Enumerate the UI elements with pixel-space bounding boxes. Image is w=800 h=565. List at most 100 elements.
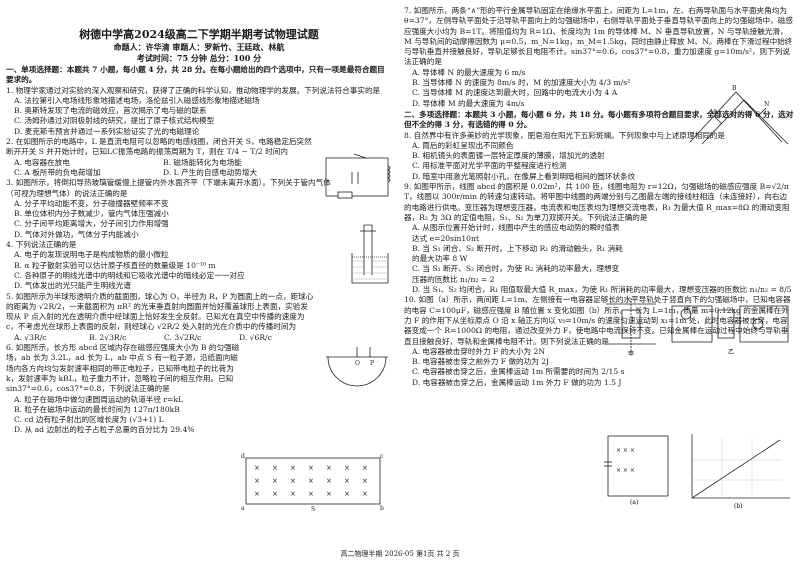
field-cross-mark: × xyxy=(272,490,278,498)
question-9: 9. 如图甲所示，线圈 abcd 的面积是 0.02m²，共 100 匝，线圈电… xyxy=(404,182,794,295)
q7-option-a: A. 导体棒 N 的最大速度为 6 m/s xyxy=(412,67,526,77)
page-footer: 高二物理半期 2026-05 第1页 共 2 页 xyxy=(340,550,460,558)
q10-option-c: C. 电容器被击穿之后，金属棒运动 1m 所需要的时间为 2/15 s xyxy=(412,367,625,377)
q6-option-d: D. 从 ad 边射出的粒子占粒子总量的百分比为 29.4% xyxy=(14,425,195,435)
q9-option-b: B. 当 S₁ 闭合、S₂ 断开时，上下移动 R₁ 的滑动触头，R₁ 消耗的最大… xyxy=(412,243,623,264)
q10-option-d: D. 电容器被击穿之后，金属棒运动 1m 外力 F 做的功为 1.5 J xyxy=(412,377,622,387)
question-8: 8. 自然界中有许多美妙的光学现象，肥皂泡在阳光下五彩斑斓。下列现象中与上述原理… xyxy=(404,131,794,182)
q3-stem: 3. 如图所示，将倒扣导热玻璃管缓慢上提管内外水面齐平（下端未离开水面）。下列关… xyxy=(6,178,331,198)
field-cross-mark: × xyxy=(308,464,314,472)
question-2: 2. 在如图所示的电路中，L 是直流电阻可以忽略的电感线圈，闭合开关 S，电路稳… xyxy=(6,137,392,178)
q9-transformer-figure: 乙 xyxy=(671,305,789,356)
field-cross-mark: × xyxy=(326,490,332,498)
q2-option-c: C. A 板所带的负电荷增加 xyxy=(14,167,101,177)
q8-option-b: B. 相机镜头的表面镀一层特定厚度的薄膜，增加光的透射 xyxy=(412,151,605,161)
q7-option-b: B. 当导体棒 N 的速度为 8m/s 时，M 的加速度大小为 4/3 m/s² xyxy=(412,78,631,88)
field-cross-mark: × xyxy=(308,477,314,485)
q7-stem: 7. 如图所示，两条“∧”形的平行金属导轨固定在绝缘水平面上，间距为 L=1m，… xyxy=(404,6,793,67)
q10-circuit-figure: × × ×× × × (a) xyxy=(604,435,669,506)
svg-text:c: c xyxy=(380,453,384,460)
right-column: 7. 如图所示，两条“∧”形的平行金属导轨固定在绝缘水平面上，间距为 L=1m，… xyxy=(404,6,794,388)
field-cross-mark: × xyxy=(344,490,350,498)
left-column: 树德中学高2024级高二下学期半期考试物理试题 命题人：许华清 审题人：罗新竹、… xyxy=(6,6,392,436)
field-cross-mark: × xyxy=(290,490,296,498)
q1-option-d: D. 麦克斯韦预言并通过一系列实验证实了光的电磁理论 xyxy=(14,126,200,136)
q6-magnetic-field-figure: ××××××××××××××××××××× d c a b S xyxy=(241,453,384,512)
section-2-heading: 二、多项选择题：本题共 3 小题，每小题 6 分，共 18 分。每小题有多项符合… xyxy=(404,109,794,130)
field-cross-mark: × xyxy=(344,477,350,485)
field-cross-mark: × xyxy=(272,477,278,485)
q2-option-a: A. 电容器在放电 xyxy=(14,157,70,167)
exam-info: 考试时间：75 分钟 总分：100 分 xyxy=(136,53,262,63)
q5-hemisphere-figure: O P xyxy=(326,347,388,387)
q9-generator-figure: 甲 xyxy=(606,298,656,356)
question-10: 10. 如图（a）所示，两间距 L=1m、左侧接有一电容器足够长的水平导轨处于竖… xyxy=(404,295,794,388)
q5-option-c: C. 3√2R/c xyxy=(164,332,202,342)
field-cross-mark: × xyxy=(326,477,332,485)
question-3: 3. 如图所示，将倒扣导热玻璃管缓慢上提管内外水面齐平（下端未离开水面）。下列关… xyxy=(6,178,392,240)
q9-option-a: A. 从图示位置开始计时，线圈中产生的感应电动势的瞬时值表达式 e=20sin1… xyxy=(412,223,620,243)
field-cross-mark: × xyxy=(362,490,368,498)
fig10-label-b: (b) xyxy=(734,503,743,510)
field-cross-mark: × xyxy=(272,464,278,472)
q10-stem: 10. 如图（a）所示，两间距 L=1m、左侧接有一电容器足够长的水平导轨处于竖… xyxy=(404,295,791,346)
q2-stem: 2. 在如图所示的电路中，L 是直流电阻可以忽略的电感线圈，闭合开关 S，电路稳… xyxy=(6,137,312,157)
q6-stem: 6. 如图所示，长方形 abcd 区域内存在磁感应强度大小为 B 的匀强磁场，a… xyxy=(6,343,240,394)
field-cross-mark: × xyxy=(290,464,296,472)
svg-text:b: b xyxy=(380,505,384,512)
field-cross-mark: × xyxy=(326,464,332,472)
q9-option-c: C. 当 S₁ 断开、S₂ 闭合时，为使 R₂ 消耗的功率最大，理想变压器的匝数… xyxy=(412,264,620,284)
field-cross-mark: × xyxy=(290,477,296,485)
svg-text:N: N xyxy=(764,101,769,108)
q4-stem: 4. 下列说法正确的是 xyxy=(6,240,77,250)
field-cross-mark: × xyxy=(344,464,350,472)
q9-option-d: D. 当 S₁、S₂ 均闭合，R₁ 阻值取最大值 R_max，为使 R₁ 所消耗… xyxy=(412,285,792,295)
question-7: 7. 如图所示，两条“∧”形的平行金属导轨固定在绝缘水平面上，间距为 L=1m，… xyxy=(404,6,794,109)
field-cross-mark: × xyxy=(254,490,260,498)
q3-option-d: D. 气体对外做功，气体分子内能减小 xyxy=(14,229,139,239)
q2-option-d: D. L 产生的自感电动势增大 xyxy=(163,167,258,177)
q3-tube-figure xyxy=(351,224,389,284)
field-cross-mark: × xyxy=(254,464,260,472)
question-6: 6. 如图所示，长方形 abcd 区域内存在磁感应强度大小为 B 的匀强磁场，a… xyxy=(6,343,392,436)
field-cross-mark: × xyxy=(254,477,260,485)
q6-option-b: B. 粒子在磁场中运动的最长时间为 127π/180kB xyxy=(14,404,180,414)
question-1: 1. 物理学家通过对实验的深入观察和研究，获得了正确的科学认知，推动物理学的发展… xyxy=(6,86,392,137)
q9-stem: 9. 如图甲所示，线圈 abcd 的面积是 0.02m²，共 100 匝，线圈电… xyxy=(404,182,790,222)
q6-option-c: C. cd 边有粒子射出的区域长度为 (√3+1) L xyxy=(14,415,164,425)
svg-text:a: a xyxy=(241,505,245,512)
q1-option-b: B. 奥斯特发现了电流的磁效应，首次揭示了电与磁的联系 xyxy=(14,106,207,116)
q5-option-d: D. √6R/c xyxy=(239,332,272,342)
q1-option-a: A. 法拉第引入电场线形象地描述电场，洛伦兹引入磁感线形象地描述磁场 xyxy=(14,95,260,105)
q6-option-a: A. 粒子在磁场中做匀速圆周运动的轨道半径 r=kL xyxy=(14,394,184,404)
q10-bx-graph: (b) xyxy=(691,434,790,510)
fig9-label-yi: 乙 xyxy=(728,349,734,356)
q5-stem: 5. 如图所示为半球形透明介质的截面图，球心为 O，半径为 R，P 为圆面上的一… xyxy=(6,291,314,332)
svg-text:O: O xyxy=(355,360,360,367)
field-cross-mark: × xyxy=(308,490,314,498)
svg-text:P: P xyxy=(370,360,374,367)
q2-lc-circuit-figure xyxy=(325,153,391,199)
fig10-label-a: (a) xyxy=(630,499,638,506)
q1-option-c: C. 汤姆孙通过对阴极射线的研究，提出了原子核式结构模型 xyxy=(14,116,215,126)
exam-title: 树德中学高2024级高二下学期半期考试物理试题 xyxy=(79,28,319,41)
q8-option-d: D. 暗室中用激光笔照射小孔，在像屏上看到明暗相间的圆环状条纹 xyxy=(412,171,636,181)
q7-rail-figure: M N B xyxy=(689,85,789,145)
q1-stem: 1. 物理学家通过对实验的深入观察和研究，获得了正确的科学认知，推动物理学的发展… xyxy=(6,85,381,95)
field-cross-mark: × xyxy=(362,464,368,472)
field-cross-mark: × xyxy=(362,477,368,485)
svg-text:S: S xyxy=(311,506,315,512)
q4-option-d: D. 气体发出的光只能产生明线光谱 xyxy=(14,281,131,291)
q5-option-b: B. 2√3R/c xyxy=(89,332,127,342)
q5-option-a: A. √3R/c xyxy=(14,332,47,342)
q3-option-c: C. 分子间平均距离增大，分子间引力作用增强 xyxy=(14,219,169,229)
q3-option-a: A. 分子平均动能不变，分子碰撞器壁频率不变 xyxy=(14,198,169,208)
svg-text:× × ×: × × × xyxy=(616,447,635,454)
q4-option-b: B. α 粒子散射实验可以估计原子核直径的数量级是 10⁻¹⁰ m xyxy=(14,260,216,270)
q4-option-a: A. 电子的发现说明电子是构成物质的最小微粒 xyxy=(14,250,169,260)
exam-authors: 命题人：许华清 审题人：罗新竹、王廷政、林航 xyxy=(113,42,285,52)
svg-text:B: B xyxy=(732,85,737,92)
q4-option-c: C. 各种原子的明线光谱中的明线和它吸收光谱中的暗线必定一一对应 xyxy=(14,270,245,280)
q7-option-c: C. 当导体棒 M 的速度达到最大时，回路中的电流大小为 4 A xyxy=(412,88,618,98)
q8-stem: 8. 自然界中有许多美妙的光学现象，肥皂泡在阳光下五彩斑斓。下列现象中与上述原理… xyxy=(404,130,725,140)
